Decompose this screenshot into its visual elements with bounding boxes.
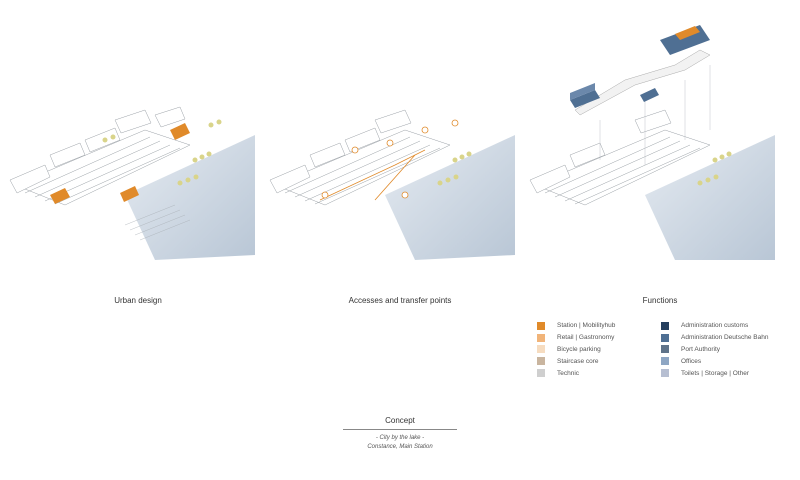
legend-label: Staircase core (557, 357, 599, 365)
legend-item-offices: Offices (661, 355, 771, 367)
functions-drawing (525, 20, 775, 265)
concept-title: Concept (385, 416, 415, 425)
legend-label: Administration Deutsche Bahn (681, 334, 769, 342)
legend-item-port-authority: Port Authority (661, 344, 771, 356)
legend-swatch (537, 345, 545, 354)
legend-item-deutsche-bahn: Administration Deutsche Bahn (661, 332, 771, 344)
legend-label: Retail | Gastronomy (557, 334, 615, 342)
legend-swatch (661, 369, 669, 378)
legend-swatch (537, 369, 545, 378)
functions-caption: Functions (642, 296, 678, 305)
legend-swatch (661, 321, 669, 330)
legend-swatch (537, 333, 545, 342)
legend-item-technic: Technic (537, 367, 647, 379)
legend-item-staircase: Staircase core (537, 355, 647, 367)
concept-divider (343, 429, 457, 430)
legend-swatch (537, 321, 545, 330)
legend-item-bicycle: Bicycle parking (537, 344, 647, 356)
legend-column-right: Administration customs Administration De… (661, 320, 771, 379)
legend-label: Station | Mobilityhub (557, 322, 616, 330)
legend-label: Technic (557, 369, 580, 377)
legend-label: Administration customs (681, 322, 749, 330)
legend-item-customs: Administration customs (661, 320, 771, 332)
legend-swatch (661, 357, 669, 366)
accesses-drawing (265, 85, 515, 265)
accesses-caption: Accesses and transfer points (348, 296, 452, 305)
urban-design-caption: Urban design (114, 296, 162, 305)
functions-legend: Station | Mobilityhub Retail | Gastronom… (537, 320, 787, 390)
legend-swatch (661, 333, 669, 342)
legend-label: Port Authority (681, 345, 721, 353)
legend-label: Bicycle parking (557, 345, 601, 353)
concept-subtitle-1: - City by the lake - (375, 435, 425, 441)
legend-item-station: Station | Mobilityhub (537, 320, 647, 332)
legend-item-retail: Retail | Gastronomy (537, 332, 647, 344)
legend-swatch (661, 345, 669, 354)
legend-label: Offices (681, 357, 702, 365)
legend-column-left: Station | Mobilityhub Retail | Gastronom… (537, 320, 647, 379)
legend-swatch (537, 357, 545, 366)
urban-design-drawing (5, 85, 255, 265)
concept-subtitle-2: Constance, Main Station (367, 444, 433, 450)
legend-item-toilets: Toilets | Storage | Other (661, 367, 771, 379)
legend-label: Toilets | Storage | Other (681, 369, 750, 377)
